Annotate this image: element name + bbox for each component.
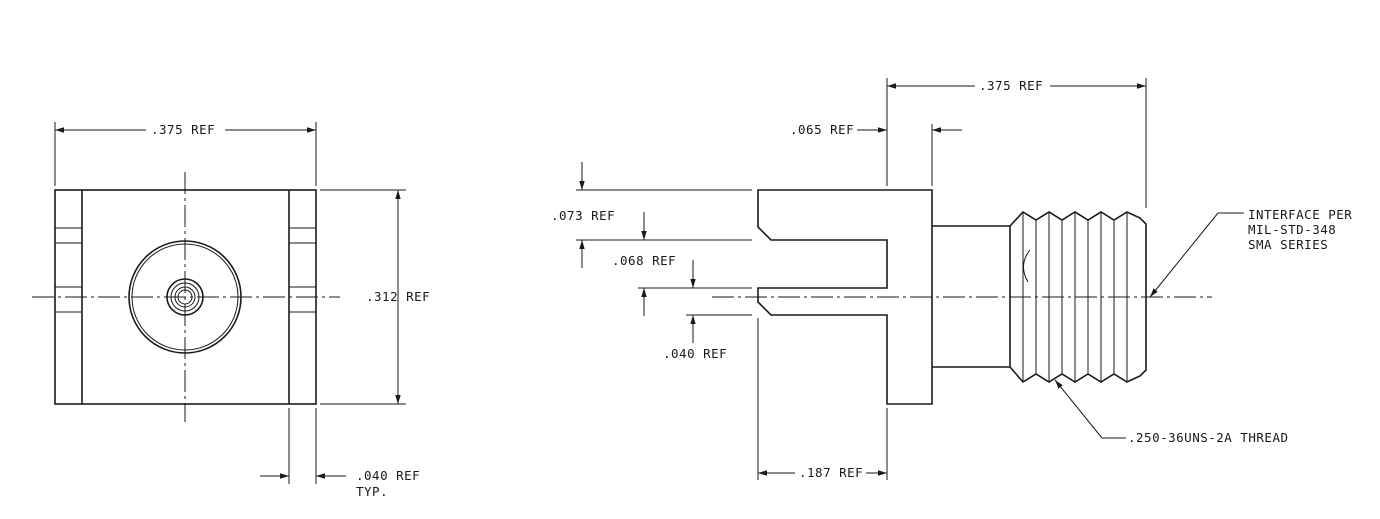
side-body-outline (757, 189, 933, 405)
side-view: .375 REF .065 REF .073 REF .068 REF .040… (551, 78, 1352, 480)
thread-note: .250-36UNS-2A THREAD (1128, 430, 1289, 445)
side-flange-dimension: .065 REF (790, 122, 854, 137)
interface-note-line2: MIL-STD-348 (1248, 222, 1336, 237)
front-slot-dimension: .040 REF (356, 468, 420, 483)
front-view: .375 REF .312 REF .040 REF TYP. (32, 122, 430, 499)
interface-note-line3: SMA SERIES (1248, 237, 1328, 252)
side-073-dimension: .073 REF (551, 208, 615, 223)
side-187-dimension: .187 REF (799, 465, 863, 480)
front-width-dimension: .375 REF (151, 122, 215, 137)
interface-note-line1: INTERFACE PER (1248, 207, 1352, 222)
front-height-dimension: .312 REF (366, 289, 430, 304)
front-slot-typ-note: TYP. (356, 484, 388, 499)
side-040-dimension: .040 REF (663, 346, 727, 361)
side-068-dimension: .068 REF (612, 253, 676, 268)
side-overall-dimension: .375 REF (979, 78, 1043, 93)
